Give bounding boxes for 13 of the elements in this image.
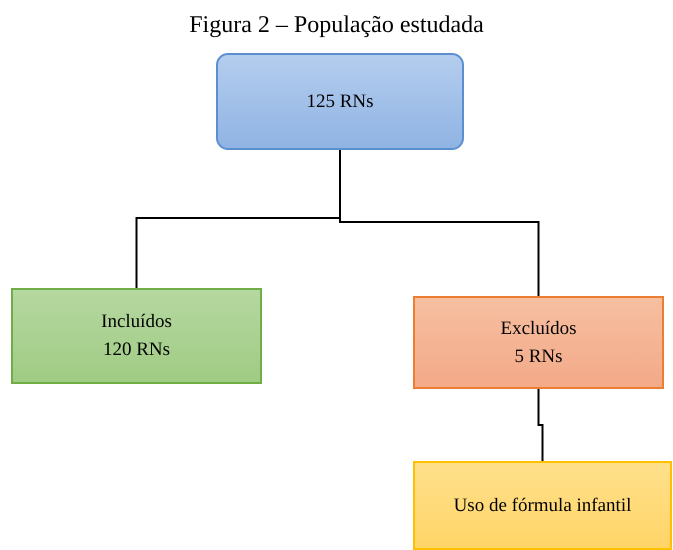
root-box xyxy=(216,53,464,150)
reason-box xyxy=(413,461,672,550)
excluded-box xyxy=(413,296,664,389)
figure-title: Figura 2 – População estudada xyxy=(188,11,485,40)
connector-line xyxy=(339,150,540,296)
connector-line xyxy=(538,389,544,461)
node-text: Uso de fórmula infantil xyxy=(454,494,632,518)
node-text: Excluídos xyxy=(500,316,576,340)
node-text: 120 RNs xyxy=(102,338,170,362)
node-text: Incluídos xyxy=(101,310,172,334)
node-text: 125 RNs xyxy=(306,90,374,114)
included-box xyxy=(11,288,262,384)
node-text: 5 RNs xyxy=(514,344,563,368)
